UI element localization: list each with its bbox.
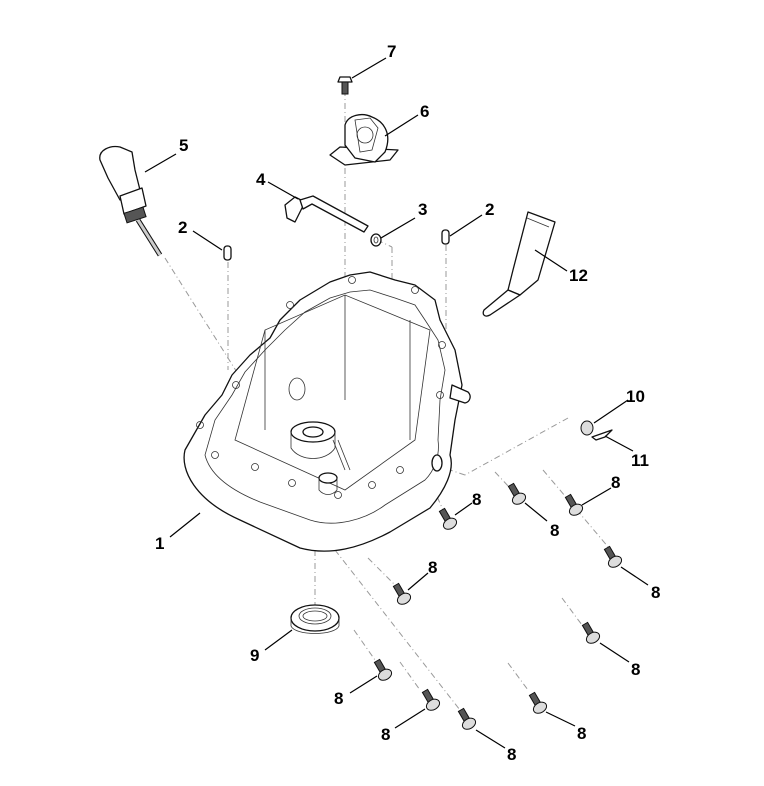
leader-lines <box>144 57 649 749</box>
washer-part[interactable] <box>370 233 382 247</box>
callout-10: 10 <box>626 387 645 406</box>
callout-1: 1 <box>155 534 164 553</box>
dowel-pin-part-right[interactable] <box>441 229 450 245</box>
callout-6: 6 <box>420 102 429 121</box>
flange-bolt-parts <box>371 481 624 731</box>
callout-12: 12 <box>569 266 588 285</box>
flange-bolt-i[interactable] <box>455 706 478 731</box>
flange-bolt-b[interactable] <box>505 481 528 506</box>
callout-8i: 8 <box>507 745 516 764</box>
callout-3: 3 <box>418 200 427 219</box>
callout-8f: 8 <box>631 660 640 679</box>
callout-8d: 8 <box>651 583 660 602</box>
flange-bolt-a[interactable] <box>436 506 459 531</box>
callout-4: 4 <box>256 170 266 189</box>
sealant-tube-part[interactable] <box>482 211 556 317</box>
callout-8c: 8 <box>611 473 620 492</box>
callout-2-right: 2 <box>485 200 494 219</box>
callout-8a: 8 <box>472 490 481 509</box>
hair-pin-clip-part[interactable] <box>591 429 613 441</box>
crankcase-cover-part[interactable] <box>183 271 471 552</box>
bolt-part[interactable] <box>337 76 353 95</box>
governor-gear-part[interactable] <box>329 114 399 166</box>
dowel-pin-part-left[interactable] <box>223 245 232 261</box>
callout-8e: 8 <box>428 558 437 577</box>
callout-2-left: 2 <box>178 218 187 237</box>
callout-8h: 8 <box>381 725 390 744</box>
callout-5: 5 <box>179 136 188 155</box>
dipstick-part[interactable] <box>99 145 163 257</box>
flange-bolt-f[interactable] <box>579 620 602 645</box>
flange-bolt-g[interactable] <box>371 657 394 682</box>
bushing-part[interactable] <box>580 420 594 436</box>
oil-seal-part[interactable] <box>290 604 340 634</box>
callout-labels: 1 2 2 3 4 5 6 7 8 8 8 8 8 8 8 8 8 8 9 10… <box>155 42 660 764</box>
flange-bolt-j[interactable] <box>526 690 549 715</box>
governor-shaft-part[interactable] <box>284 195 369 233</box>
flange-bolt-c[interactable] <box>562 492 585 517</box>
callout-7: 7 <box>387 42 396 61</box>
flange-bolt-h[interactable] <box>419 687 442 712</box>
callout-9: 9 <box>250 646 259 665</box>
flange-bolt-e[interactable] <box>390 581 413 606</box>
flange-bolt-d[interactable] <box>601 544 624 569</box>
callout-8b: 8 <box>550 521 559 540</box>
callout-11: 11 <box>631 451 649 470</box>
callout-8j: 8 <box>577 724 586 743</box>
callout-8g: 8 <box>334 689 343 708</box>
